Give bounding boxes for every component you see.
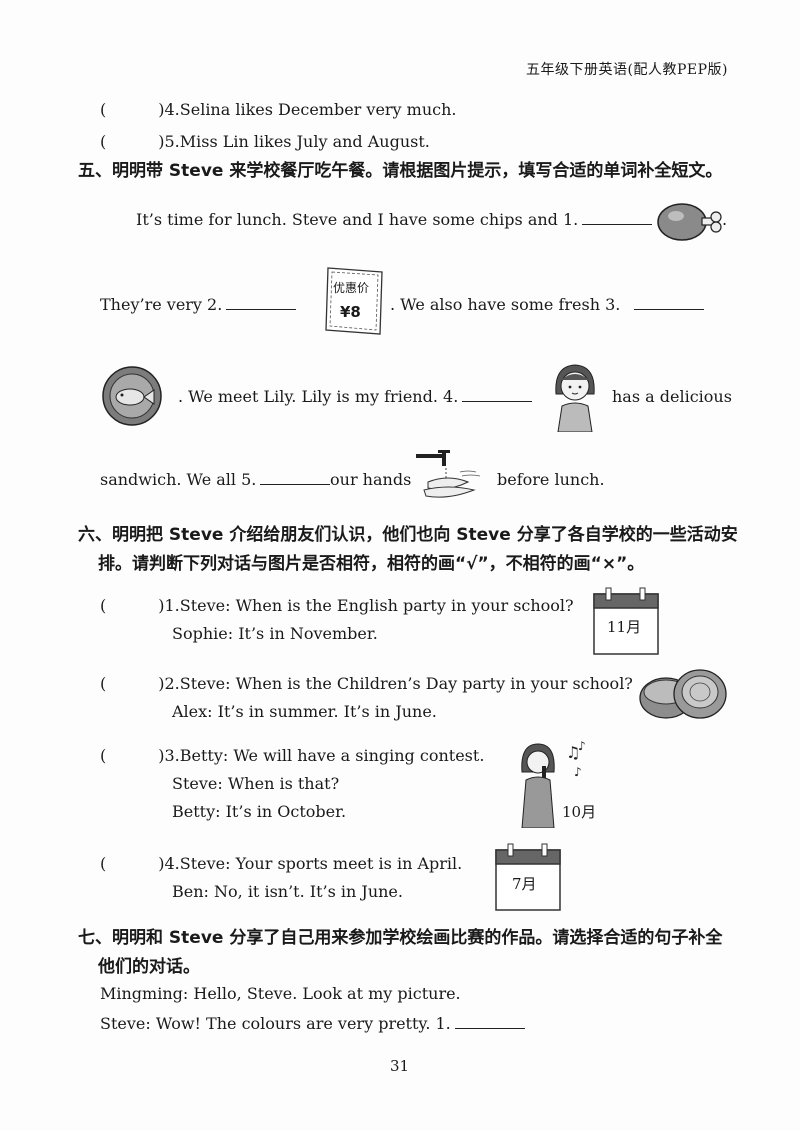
- dialogue-line: Betty: We will have a singing contest.: [179, 746, 485, 765]
- singing-girl-icon: ♫ ♪ ♪: [521, 739, 586, 828]
- svg-text:♫: ♫: [566, 743, 580, 762]
- question-4-row: ( )4.Selina likes December very much.: [100, 100, 457, 120]
- passage-line-3b: has a delicious: [612, 387, 732, 406]
- price-tag-icon: [325, 267, 383, 335]
- girl-lily-icon: [555, 364, 595, 432]
- passage-line-4b: our hands: [330, 470, 412, 489]
- dialogue-line: Ben: No, it isn’t. It’s in June.: [172, 882, 403, 901]
- s6-question-4-row: ( )4.Steve: Your sports meet is in April.: [100, 854, 462, 874]
- section5-heading: 五、明明带 Steve 来学校餐厅吃午餐。请根据图片提示，填写合适的单词补全短文…: [78, 161, 723, 181]
- dialogue-text: Steve: Wow! The colours are very pretty.…: [100, 1014, 451, 1033]
- question-number: )4.: [158, 100, 180, 119]
- dialogue-line: Steve: Wow! The colours are very pretty.…: [100, 1014, 525, 1034]
- question-number: )4.: [158, 854, 180, 873]
- section7-heading-line1: 七、明明和 Steve 分享了自己用来参加学校绘画比赛的作品。请选择合适的句子补…: [78, 928, 723, 948]
- calendar-icon: [593, 587, 659, 655]
- blank-2[interactable]: [226, 295, 297, 310]
- question-number: )1.: [158, 596, 180, 615]
- calendar-month-label: 7月: [512, 875, 537, 893]
- question-text: Selina likes December very much.: [179, 100, 457, 119]
- passage-line-2b: . We also have some fresh 3.: [390, 295, 705, 315]
- passage-line-2: They’re very 2.: [100, 295, 297, 315]
- dialogue-line: Steve: When is the English party in your…: [179, 596, 574, 615]
- s6-question-1-row: ( )1.Steve: When is the English party in …: [100, 596, 574, 616]
- section6-heading-line2: 排。请判断下列对话与图片是否相符，相符的画“√”，不相符的画“×”。: [98, 554, 645, 574]
- passage-line-1: It’s time for lunch. Steve and I have so…: [136, 210, 653, 230]
- answer-paren-open: (: [100, 596, 107, 615]
- question-number: )5.: [158, 132, 180, 151]
- question-number: )2.: [158, 674, 180, 693]
- answer-paren-open: (: [100, 100, 107, 119]
- passage-text: . We meet Lily. Lily is my friend. 4.: [178, 387, 459, 406]
- dialogue-line: Sophie: It’s in November.: [172, 624, 378, 643]
- passage-line-3: . We meet Lily. Lily is my friend. 4.: [178, 387, 533, 407]
- price-tag-label: 优惠价: [333, 281, 370, 295]
- book-title: 五年级下册英语(配人教PEP版): [526, 62, 728, 78]
- dialogue-line: Betty: It’s in October.: [172, 802, 347, 821]
- answer-paren-open: (: [100, 674, 107, 693]
- blank-1[interactable]: [454, 1014, 525, 1029]
- passage-text: sandwich. We all 5.: [100, 470, 257, 489]
- chicken-leg-icon: [657, 203, 722, 241]
- dialogue-line: Steve: When is the Children’s Day party …: [179, 674, 633, 693]
- price-tag-price: ¥8: [340, 303, 361, 321]
- question-number: )3.: [158, 746, 180, 765]
- answer-paren-open: (: [100, 132, 107, 151]
- passage-line-4: sandwich. We all 5.: [100, 470, 331, 490]
- answer-paren-open: (: [100, 854, 107, 873]
- blank-3[interactable]: [634, 295, 705, 310]
- section7-heading-line2: 他们的对话。: [98, 957, 200, 977]
- blank-1[interactable]: [582, 210, 653, 225]
- blank-5[interactable]: [260, 470, 331, 485]
- calendar-month-label: 11月: [607, 618, 642, 636]
- passage-text: They’re very 2.: [100, 295, 223, 314]
- svg-text:♪: ♪: [574, 765, 582, 779]
- dialogue-line: Steve: Your sports meet is in April.: [179, 854, 463, 873]
- s6-question-3-row: ( )3.Betty: We will have a singing contes…: [100, 746, 484, 766]
- svg-text:♪: ♪: [578, 739, 586, 753]
- fish-plate-icon: [102, 366, 162, 426]
- section6-heading-line1: 六、明明把 Steve 介绍给朋友们认识，他们也向 Steve 分享了各自学校的…: [78, 525, 738, 545]
- blank-4[interactable]: [462, 387, 533, 402]
- mooncake-icon: [639, 669, 727, 719]
- dialogue-line: Steve: When is that?: [172, 774, 340, 793]
- calendar-icon: [495, 843, 561, 911]
- dialogue-line: Alex: It’s in summer. It’s in June.: [172, 702, 437, 721]
- month-label: 10月: [562, 803, 597, 821]
- passage-text: . We also have some fresh 3.: [390, 295, 621, 314]
- s6-question-2-row: ( )2.Steve: When is the Children’s Day pa…: [100, 674, 633, 694]
- passage-line-4c: before lunch.: [497, 470, 605, 489]
- dialogue-line: Mingming: Hello, Steve. Look at my pictu…: [100, 984, 461, 1003]
- page-number: 31: [390, 1057, 410, 1075]
- passage-text: It’s time for lunch. Steve and I have so…: [136, 210, 579, 229]
- question-5-row: ( )5.Miss Lin likes July and August.: [100, 132, 430, 152]
- answer-paren-open: (: [100, 746, 107, 765]
- period-mark: .: [722, 210, 728, 229]
- washing-hands-icon: [416, 450, 481, 498]
- question-text: Miss Lin likes July and August.: [179, 132, 430, 151]
